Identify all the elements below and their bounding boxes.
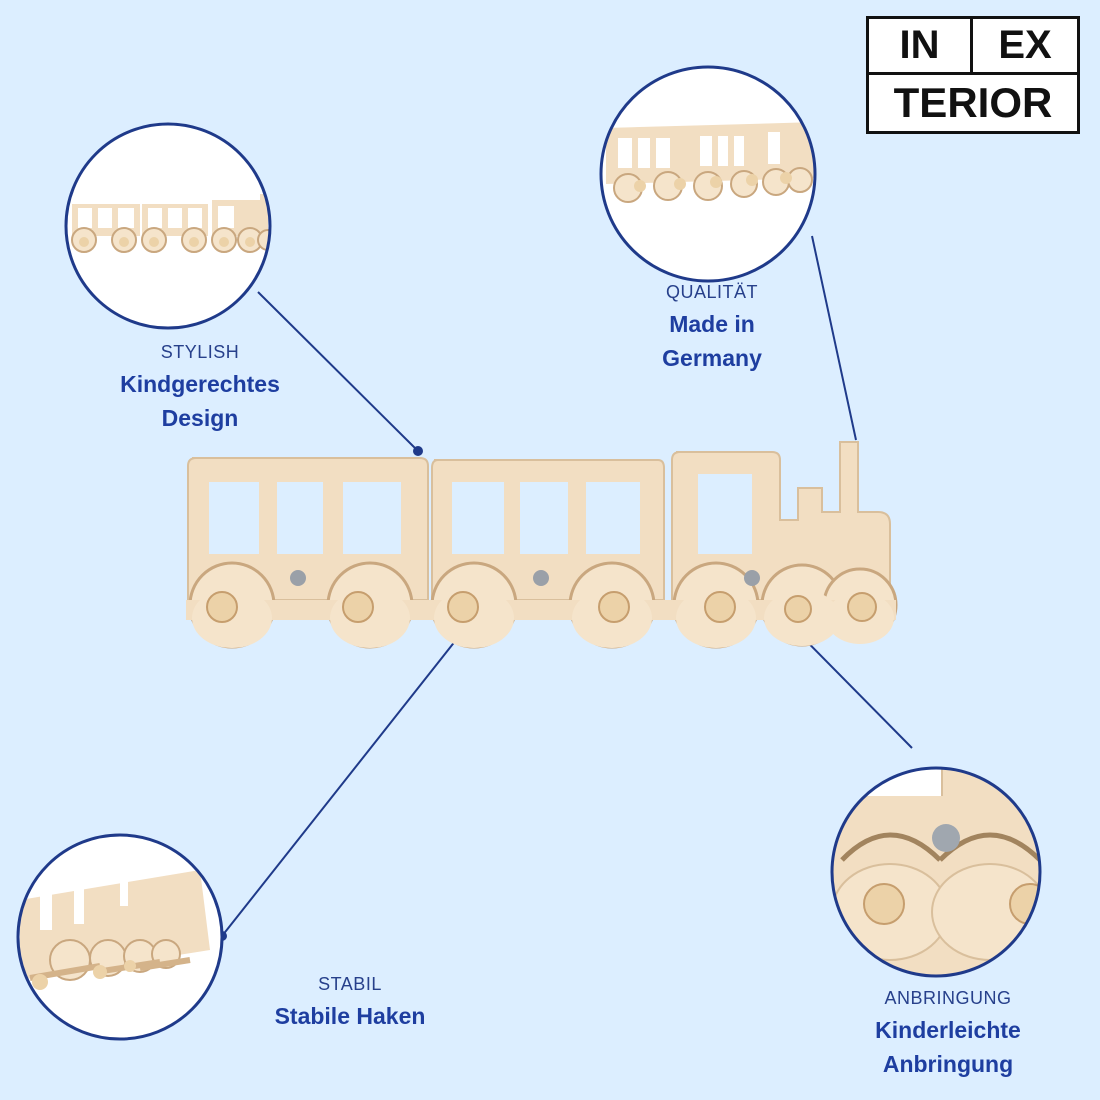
connector-design: [257, 291, 419, 452]
callout-mounting: ANBRINGUNG Kinderleichte Anbringung: [836, 988, 1060, 1081]
callout-stability: STABIL Stabile Haken: [250, 974, 450, 1033]
detail-circle-quality: [599, 65, 817, 283]
connector-quality: [811, 235, 857, 441]
logo-terior: TERIOR: [893, 79, 1053, 126]
detail-circle-design: [64, 122, 272, 330]
callout-design-label: STYLISH: [160, 342, 240, 362]
callout-mounting-label: ANBRINGUNG: [884, 988, 1012, 1008]
callout-mounting-title-2: Anbringung: [882, 1051, 1014, 1077]
connector-stability: [221, 639, 457, 937]
callout-stability-title: Stabile Haken: [274, 1003, 426, 1029]
callout-stability-label: STABIL: [318, 974, 382, 994]
callout-design: STYLISH Kindgerechtes Design: [100, 342, 300, 435]
callout-mounting-title-1: Kinderleichte: [875, 1017, 1021, 1043]
locomotive: [671, 441, 891, 601]
brand-logo: IN EX TERIOR: [866, 16, 1080, 134]
hook-pegs: [206, 591, 877, 623]
callout-design-title-1: Kindgerechtes: [120, 371, 280, 397]
detail-circle-stability: [16, 833, 224, 1041]
detail-circle-mounting: [830, 766, 1042, 978]
train-coat-rack: [186, 441, 898, 649]
callout-design-title-2: Design: [161, 405, 239, 431]
wheel-bottoms: [192, 588, 894, 648]
callout-quality-label: QUALITÄT: [665, 282, 758, 302]
logo-in: IN: [869, 19, 973, 75]
callout-quality-title-1: Made in: [669, 311, 755, 337]
callout-quality-title-2: Germany: [662, 345, 762, 371]
screws: [290, 570, 760, 586]
logo-ex: EX: [973, 19, 1077, 75]
callout-quality: QUALITÄT Made in Germany: [612, 282, 812, 375]
connector-dot: [413, 446, 423, 456]
